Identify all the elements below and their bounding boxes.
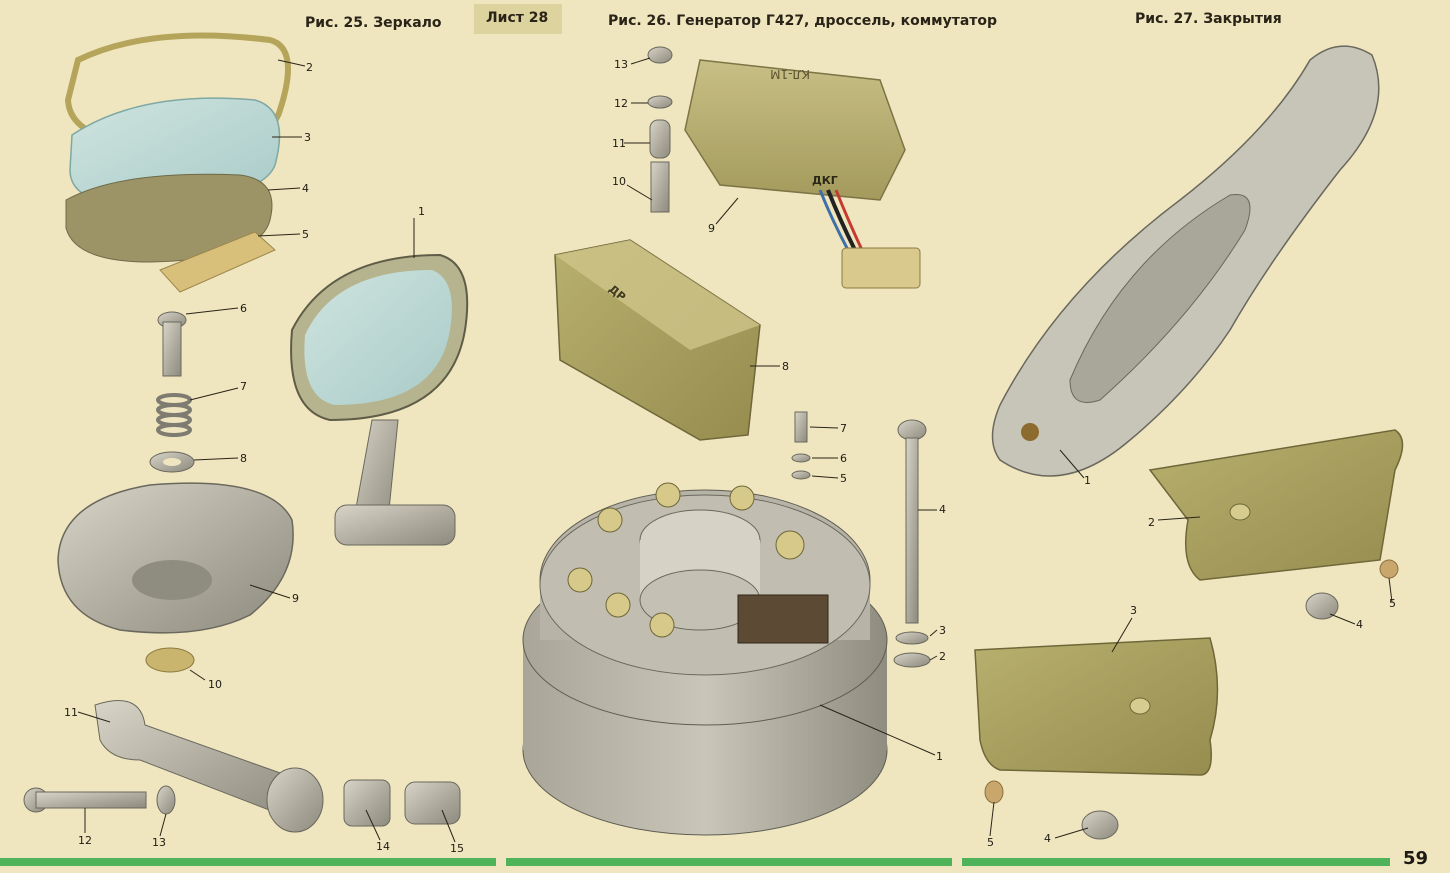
callout: 3: [1130, 604, 1137, 617]
callout: 10: [208, 678, 222, 691]
callout: 11: [612, 137, 626, 150]
callout: 10: [612, 175, 626, 188]
callout: 3: [939, 624, 946, 637]
generator-body-part: [522, 482, 888, 836]
callout: 2: [306, 61, 313, 74]
callout: 12: [614, 97, 628, 110]
footer-rule: [506, 858, 952, 866]
callout: 2: [939, 650, 946, 663]
commutator-part: [684, 59, 906, 201]
cover-2-part: [1148, 429, 1404, 581]
callout: 5: [302, 228, 309, 241]
callouts-fig25: 2 3 4 5 1 6 7 8 9 10 11 12 13 14 15: [64, 61, 464, 855]
callout: 8: [782, 360, 789, 373]
callout: 9: [708, 222, 715, 235]
callout: 13: [152, 836, 166, 849]
svg-text:КЛ-1М: КЛ-1М: [770, 67, 810, 81]
callout: 4: [939, 503, 946, 516]
callout: 3: [304, 131, 311, 144]
figure-27-title: Рис. 27. Закрытия: [1135, 11, 1282, 27]
callout: 1: [418, 205, 425, 218]
footer-rule: [0, 858, 496, 866]
page-number: 59: [1402, 848, 1428, 869]
figure-26-title: Рис. 26. Генератор Г427, дроссель, комму…: [608, 13, 998, 29]
callout: 4: [302, 182, 309, 195]
callout: 1: [1084, 474, 1091, 487]
callout: 6: [240, 302, 247, 315]
covers-assembly: [974, 45, 1404, 840]
callout: 5: [1389, 597, 1396, 610]
mirror-pad-part: [159, 231, 276, 293]
mirror-assembly: [23, 32, 469, 833]
callout: 11: [64, 706, 78, 719]
callout: 8: [240, 452, 247, 465]
callouts-fig27: 1 2 5 4 3 5 4: [987, 474, 1396, 849]
callout: 2: [1148, 516, 1155, 529]
callout: 5: [840, 472, 847, 485]
callouts-fig26: 13 12 11 10 9 8 7 6 5 4 3 2 1: [612, 58, 946, 763]
commutator-marking: ДКГ: [812, 174, 838, 187]
callout: 4: [1356, 618, 1363, 631]
callout: 5: [987, 836, 994, 849]
callout: 13: [614, 58, 628, 71]
mirror-housing-part: [57, 482, 294, 634]
callout: 1: [936, 750, 943, 763]
callout: 14: [376, 840, 390, 853]
sheet-tag: Лист 28: [474, 4, 562, 34]
clamp-15-part: [404, 781, 461, 825]
spring-part: [156, 393, 192, 437]
generator-assembly: КЛ-1М ДКГ ДР: [522, 46, 931, 836]
callout: 7: [240, 380, 247, 393]
mirror-backing-part: [65, 173, 273, 263]
footer-rules: [0, 858, 1390, 866]
bush-part: [145, 647, 195, 673]
callout: 9: [292, 592, 299, 605]
sheet-tag-label: Лист 28: [486, 10, 549, 26]
cover-3-part: [974, 637, 1219, 776]
callout: 12: [78, 834, 92, 847]
callout: 6: [840, 452, 847, 465]
callout: 4: [1044, 832, 1051, 845]
callout: 15: [450, 842, 464, 855]
footer-rule: [962, 858, 1390, 866]
bolt-part: [23, 787, 147, 813]
washer-13-part: [156, 785, 176, 815]
callout: 7: [840, 422, 847, 435]
clamp-14-part: [343, 779, 391, 827]
leader-lines: [77, 57, 1393, 843]
figure-25-title: Рис. 25. Зеркало: [305, 15, 442, 31]
